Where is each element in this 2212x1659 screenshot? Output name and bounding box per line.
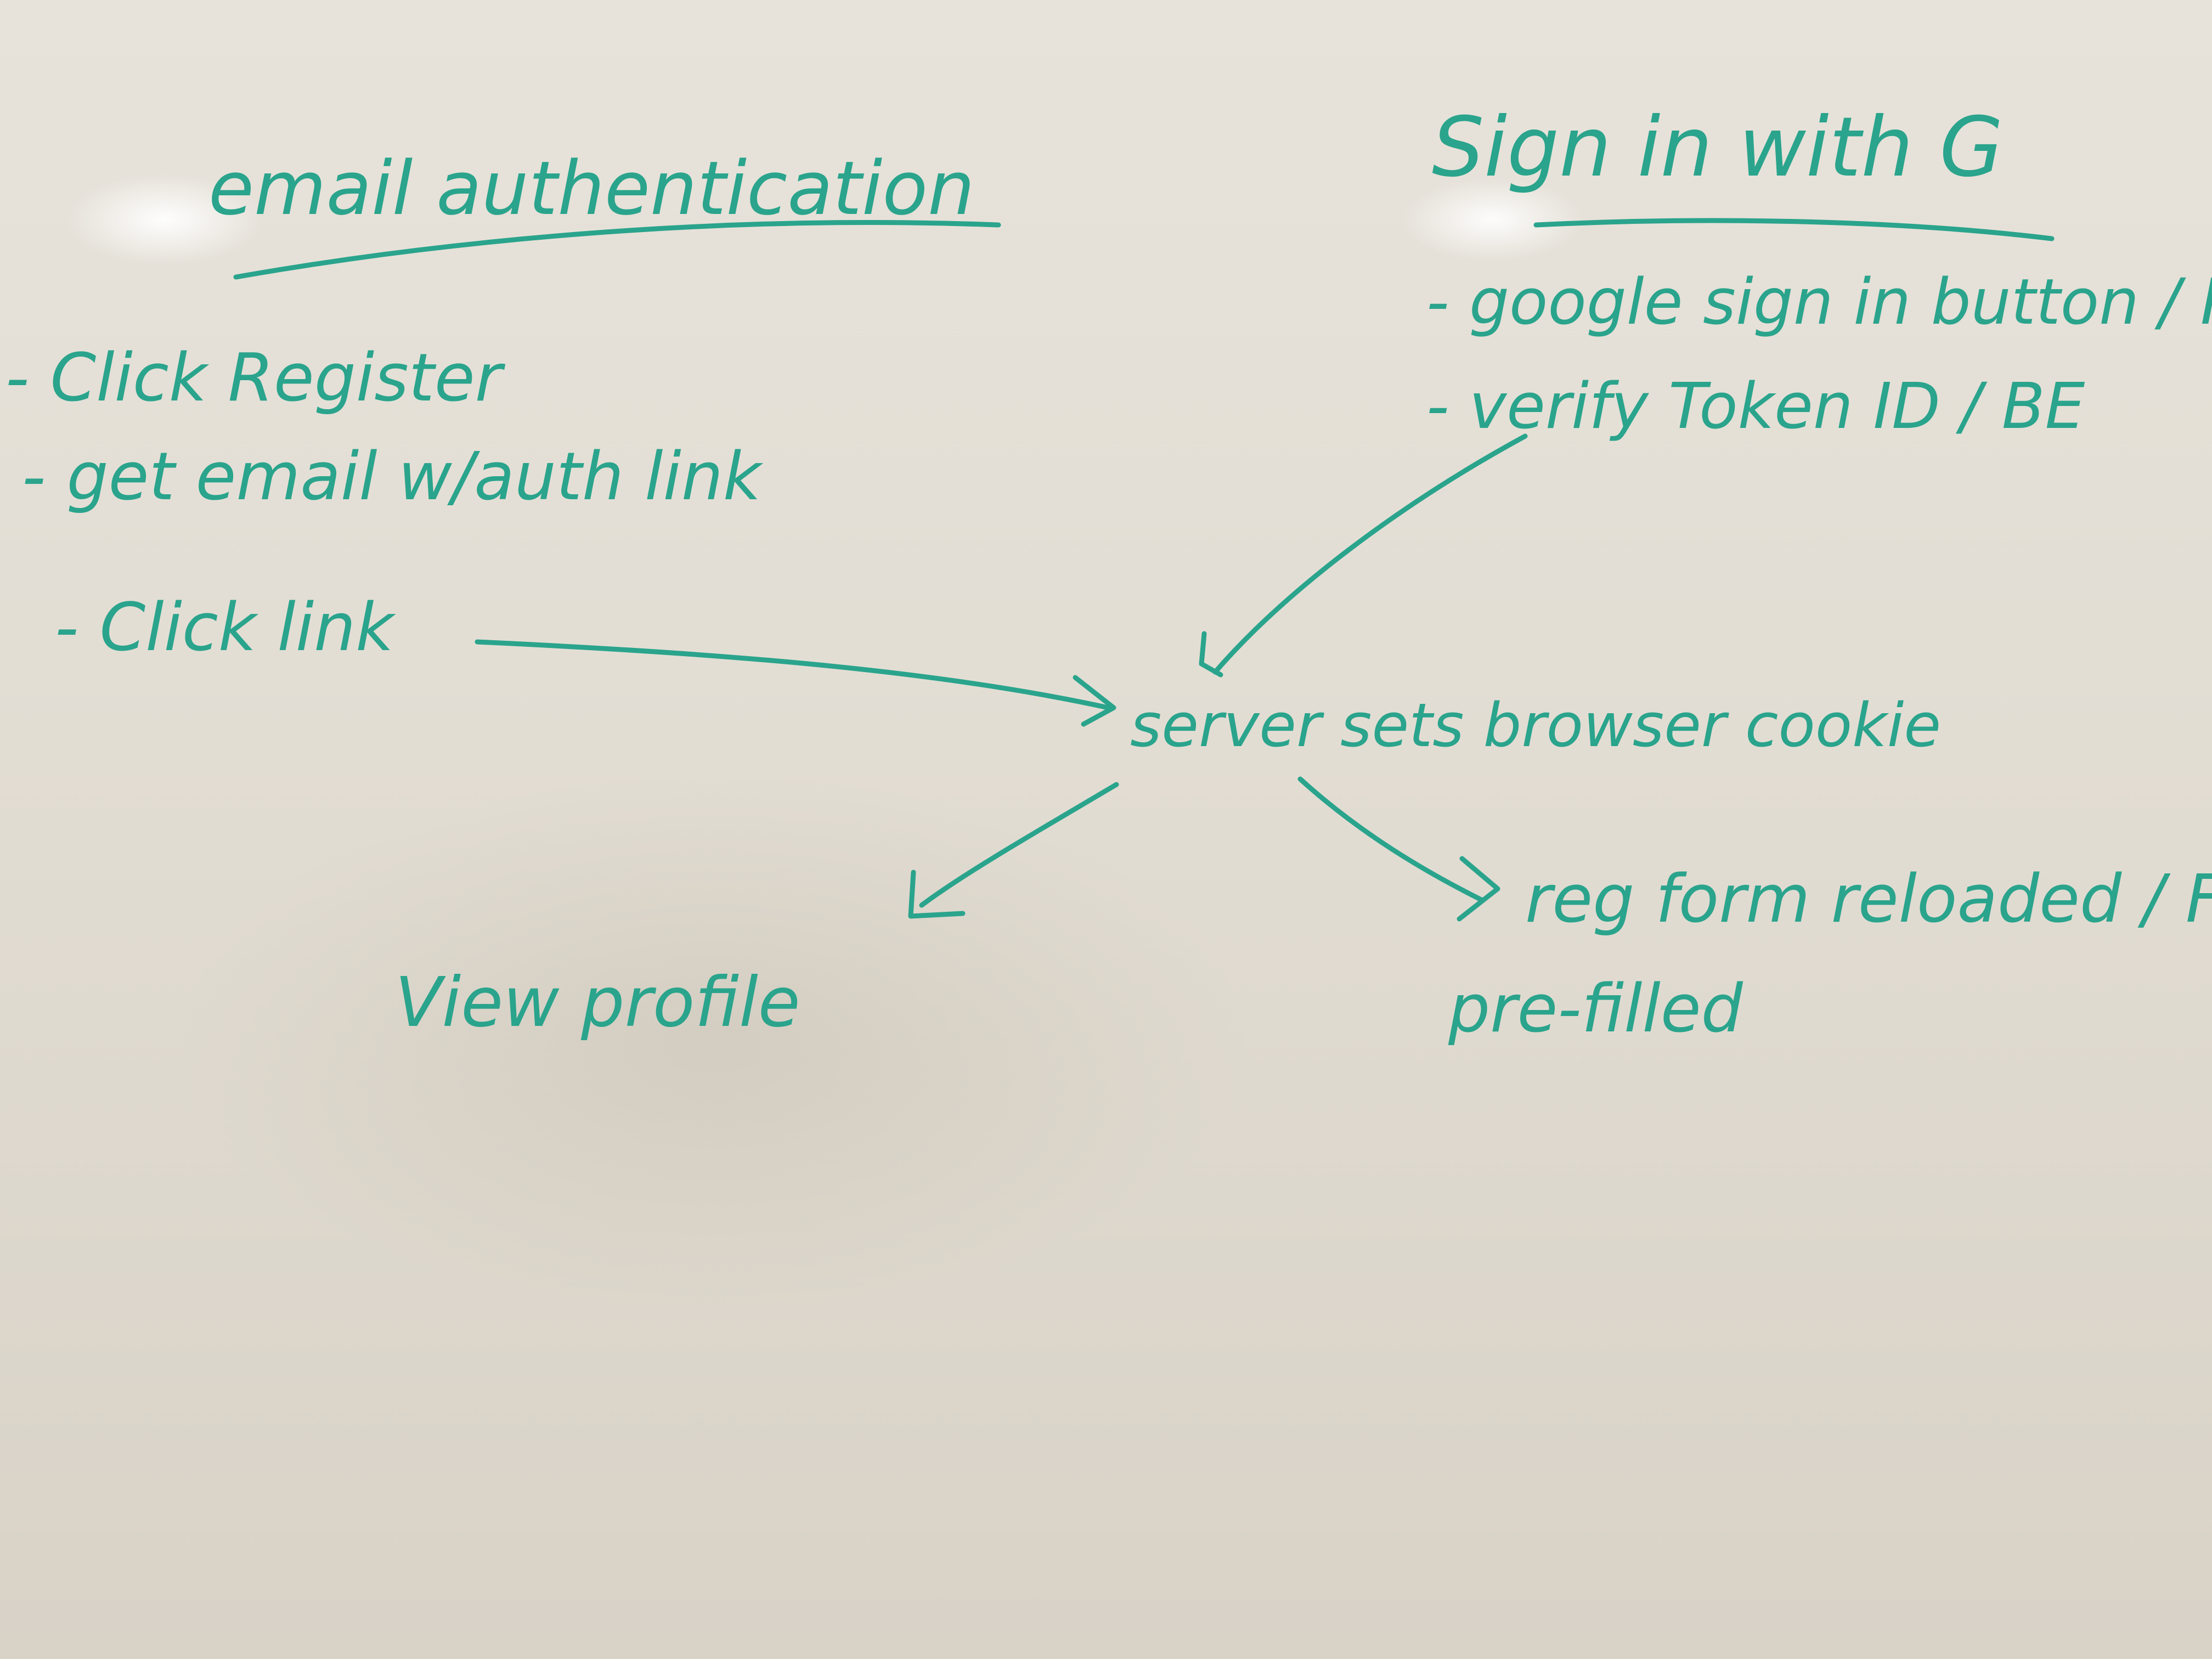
google-step-button: - google sign in button / FE [1426, 266, 2212, 339]
email-step-get-email: - get email w/auth link [22, 439, 764, 515]
pre-filled: pre-filled [1448, 971, 1743, 1047]
email-auth-title: email authentication [208, 145, 975, 232]
server-sets-cookie: server sets browser cookie [1130, 690, 1941, 760]
arrow-head-view-profile [908, 870, 966, 919]
arrow-head-click-link [1073, 675, 1116, 727]
google-step-verify: - verify Token ID / BE [1426, 370, 2085, 443]
google-title-underline [1533, 218, 2055, 241]
email-step-register: - Click Register [5, 340, 506, 416]
arrow-head-reg-form [1457, 856, 1500, 922]
arrow-head-verify [1199, 631, 1223, 678]
view-profile: View profile [395, 963, 800, 1042]
reg-form-reloaded: reg form reloaded / FE [1525, 861, 2212, 938]
google-title: Sign in with G [1432, 100, 2003, 195]
arrow-verify-to-server [1212, 433, 1528, 675]
arrow-server-to-reg-form [1297, 776, 1484, 902]
email-step-click-link: - Click link [55, 590, 396, 666]
arrow-server-to-view-profile [919, 782, 1119, 908]
email-title-underline [233, 220, 1001, 280]
arrow-click-link-to-server [475, 639, 1111, 710]
